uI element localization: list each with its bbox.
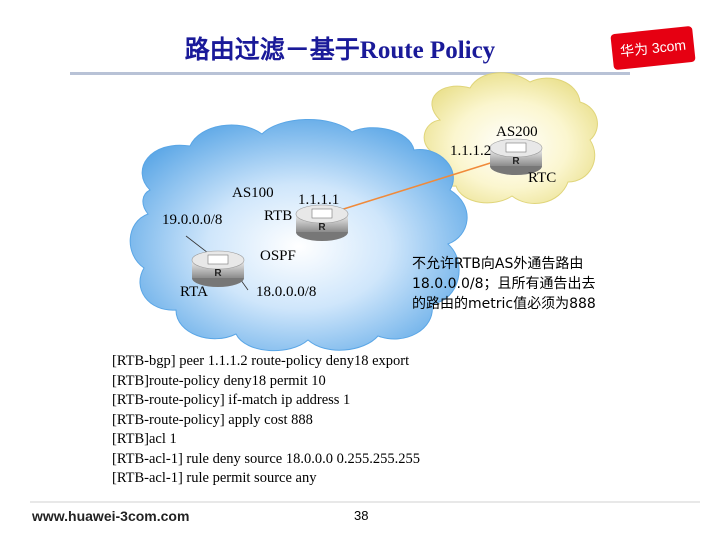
network-18-label: 18.0.0.0/8 (256, 284, 317, 300)
note-line: 的路由的metric值必须为888 (412, 296, 596, 312)
bgp-link (333, 159, 501, 213)
note-line: 不允许RTB向AS外通告路由 (412, 256, 584, 272)
rta-name-label: RTA (180, 284, 208, 300)
command-line: [RTB-route-policy] if-match ip address 1 (112, 392, 351, 408)
slide-title: 路由过滤－基于Route Policy (184, 37, 496, 64)
command-line: [RTB]acl 1 (112, 431, 177, 447)
rtc-address-label: 1.1.1.2 (450, 143, 492, 159)
ospf-label: OSPF (260, 248, 296, 264)
as200-label: AS200 (496, 124, 538, 140)
svg-text:R: R (318, 222, 326, 233)
rtb-router-icon: R (295, 204, 349, 241)
command-line: [RTB]route-policy deny18 permit 10 (112, 372, 326, 389)
network-19-label: 19.0.0.0/8 (162, 212, 223, 228)
command-line: [RTB-acl-1] rule permit source any (112, 470, 317, 486)
svg-text:R: R (512, 156, 520, 167)
footer-url: www.huawei-3com.com (32, 508, 190, 524)
rtc-router-icon: R (489, 138, 543, 175)
rtb-address-label: 1.1.1.1 (298, 192, 340, 208)
policy-note: 不允许RTB向AS外通告路由 18.0.0.0/8；且所有通告出去 的路由的me… (412, 254, 596, 314)
as100-label: AS100 (232, 185, 274, 201)
svg-text:R: R (214, 268, 222, 279)
rtb-name-label: RTB (264, 208, 293, 224)
command-listing: [RTB-bgp] peer 1.1.1.2 route-policy deny… (112, 352, 420, 489)
rta-router-icon: R (191, 250, 245, 287)
command-line: [RTB-route-policy] apply cost 888 (112, 411, 313, 428)
title-divider (70, 72, 630, 75)
page-number: 38 (354, 508, 369, 523)
rtc-name-label: RTC (528, 170, 557, 186)
command-line: [RTB-acl-1] rule deny source 18.0.0.0 0.… (112, 450, 420, 467)
note-line: 18.0.0.0/8；且所有通告出去 (412, 276, 596, 292)
command-line: [RTB-bgp] peer 1.1.1.2 route-policy deny… (112, 353, 410, 369)
